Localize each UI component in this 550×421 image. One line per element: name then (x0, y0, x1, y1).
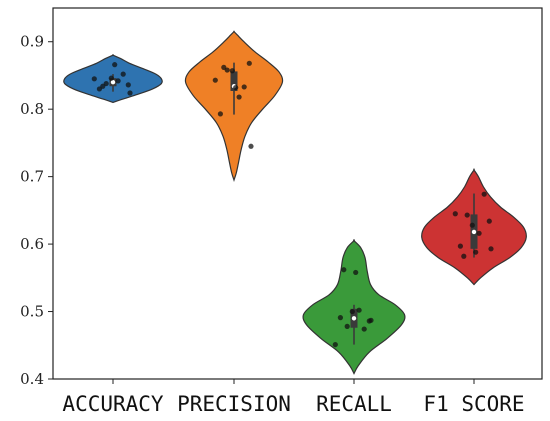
data-point (349, 308, 355, 315)
data-point (100, 83, 106, 89)
violin-precision (184, 30, 284, 182)
x-category-label: F1 SCORE (423, 392, 524, 416)
data-point (341, 267, 347, 273)
violin-median (351, 316, 357, 321)
violins-layer (63, 30, 527, 375)
data-point (356, 307, 362, 313)
data-point (469, 222, 475, 228)
data-point (486, 218, 492, 224)
data-point (464, 212, 470, 218)
data-point (344, 323, 350, 329)
data-point (108, 75, 114, 81)
data-point (488, 246, 494, 252)
y-tick-label: 0.7 (20, 168, 44, 186)
data-point (221, 64, 227, 70)
violin-recall (302, 239, 406, 375)
data-point (368, 317, 374, 323)
data-point (127, 90, 133, 96)
data-point (125, 82, 131, 88)
data-point (457, 243, 463, 249)
data-point (120, 71, 126, 77)
data-point (353, 269, 359, 276)
violin-median (110, 80, 116, 85)
data-point (332, 341, 338, 348)
violin-accuracy (63, 54, 163, 104)
data-point (236, 94, 242, 100)
data-point (361, 326, 367, 332)
y-tick-label: 0.4 (20, 370, 44, 388)
data-point (112, 62, 118, 68)
y-axis: 0.4 0.5 0.6 0.7 0.8 0.9 (20, 33, 53, 388)
violin-median (471, 229, 477, 235)
data-point (233, 84, 239, 91)
y-tick-label: 0.9 (20, 33, 44, 51)
data-point (229, 68, 235, 74)
x-category-label: PRECISION (177, 392, 291, 416)
x-category-label: RECALL (316, 392, 392, 416)
x-axis: ACCURACY PRECISION RECALL F1 SCORE (62, 379, 525, 416)
data-point (476, 230, 482, 236)
data-point (212, 77, 218, 83)
data-point (248, 143, 254, 149)
data-point (337, 315, 343, 321)
data-point (217, 111, 223, 117)
data-point (246, 60, 252, 66)
violin-f1-score (421, 168, 527, 286)
data-point (91, 76, 97, 82)
data-point (241, 84, 247, 90)
data-point (481, 191, 487, 197)
x-category-label: ACCURACY (62, 392, 164, 416)
data-point (473, 249, 479, 255)
data-point (461, 253, 467, 259)
data-point (115, 78, 121, 84)
y-tick-label: 0.6 (20, 235, 44, 253)
violin-iqr-box (230, 71, 238, 91)
y-tick-label: 0.8 (20, 100, 44, 118)
y-tick-label: 0.5 (20, 303, 44, 321)
data-point (452, 211, 458, 217)
